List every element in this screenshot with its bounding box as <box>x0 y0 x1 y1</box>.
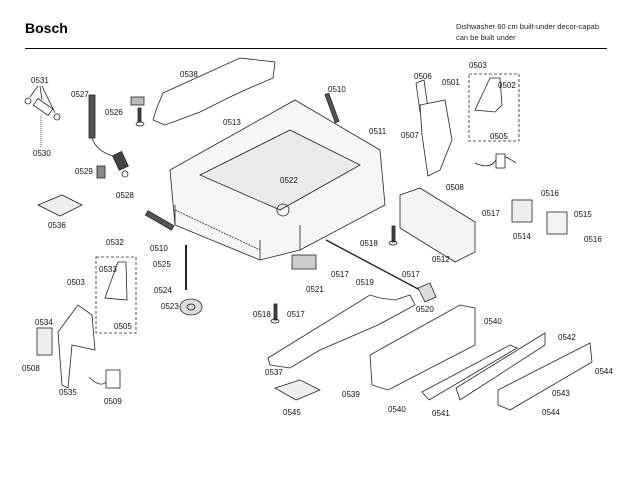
part-0523-wheel[interactable] <box>179 298 203 316</box>
label-0508-top[interactable]: 0508 <box>446 183 464 192</box>
part-0530-tube[interactable] <box>24 85 61 148</box>
label-0531[interactable]: 0531 <box>31 76 49 85</box>
part-0539-panel[interactable] <box>369 304 476 391</box>
label-0510-top[interactable]: 0510 <box>328 85 346 94</box>
label-0542[interactable]: 0542 <box>558 333 576 342</box>
part-0534-cover[interactable] <box>36 327 53 356</box>
label-0540-bottom[interactable]: 0540 <box>388 405 406 414</box>
part-0512-module[interactable] <box>399 187 476 263</box>
part-0535-bracket[interactable] <box>57 304 96 389</box>
label-0518-left[interactable]: 0518 <box>253 310 271 319</box>
label-0503-top[interactable]: 0503 <box>469 61 487 70</box>
part-0541-strip[interactable] <box>421 344 518 401</box>
label-0507[interactable]: 0507 <box>401 131 419 140</box>
part-0518-screw-a[interactable] <box>388 225 398 246</box>
label-0511[interactable]: 0511 <box>369 127 387 136</box>
label-0517-right[interactable]: 0517 <box>482 209 500 218</box>
label-0543[interactable]: 0543 <box>552 389 570 398</box>
label-0519[interactable]: 0519 <box>356 278 374 287</box>
part-0527-sensor[interactable] <box>88 94 129 178</box>
label-0517-mid[interactable]: 0517 <box>331 270 349 279</box>
label-0502[interactable]: 0502 <box>498 81 516 90</box>
label-0513[interactable]: 0513 <box>223 118 241 127</box>
label-0501[interactable]: 0501 <box>442 78 460 87</box>
label-0520[interactable]: 0520 <box>416 305 434 314</box>
label-0535[interactable]: 0535 <box>59 388 77 397</box>
part-0510-strip-left[interactable] <box>144 210 175 231</box>
part-0532-assembly[interactable] <box>95 256 137 334</box>
label-0544-bottom[interactable]: 0544 <box>542 408 560 417</box>
label-0545[interactable]: 0545 <box>283 408 301 417</box>
label-0505-top[interactable]: 0505 <box>490 132 508 141</box>
label-0505-left[interactable]: 0505 <box>114 322 132 331</box>
part-0529-clip[interactable] <box>96 165 106 179</box>
label-0517-left[interactable]: 0517 <box>287 310 305 319</box>
part-0536-plate[interactable] <box>37 194 83 217</box>
label-0532[interactable]: 0532 <box>106 238 124 247</box>
label-0514[interactable]: 0514 <box>513 232 531 241</box>
label-0522[interactable]: 0522 <box>280 176 298 185</box>
label-0518-right[interactable]: 0518 <box>360 239 378 248</box>
part-sensor-clip-right[interactable] <box>474 153 517 169</box>
part-0521-valve[interactable] <box>291 254 317 270</box>
part-0510-strip-top[interactable] <box>324 92 340 124</box>
label-0521[interactable]: 0521 <box>306 285 324 294</box>
label-0529[interactable]: 0529 <box>75 167 93 176</box>
label-0512[interactable]: 0512 <box>432 255 450 264</box>
label-0510-left[interactable]: 0510 <box>150 244 168 253</box>
label-0527[interactable]: 0527 <box>71 90 89 99</box>
label-0530[interactable]: 0530 <box>33 149 51 158</box>
label-0509[interactable]: 0509 <box>104 397 122 406</box>
label-0533[interactable]: 0533 <box>99 265 117 274</box>
part-0507-bracket[interactable] <box>419 99 453 177</box>
label-0508-left[interactable]: 0508 <box>22 364 40 373</box>
part-0518-screw-b[interactable] <box>270 303 280 324</box>
label-0536[interactable]: 0536 <box>48 221 66 230</box>
model-description: Dishwasher 60 cm built-under decor-capab… <box>456 21 599 43</box>
label-0517-mid-right[interactable]: 0517 <box>402 270 420 279</box>
part-0519-rod[interactable] <box>325 239 421 291</box>
label-0524[interactable]: 0524 <box>154 286 172 295</box>
part-0509-sensor[interactable] <box>88 369 121 389</box>
part-0542-strip[interactable] <box>455 332 546 401</box>
label-0539[interactable]: 0539 <box>342 390 360 399</box>
label-0515[interactable]: 0515 <box>574 210 592 219</box>
label-0528[interactable]: 0528 <box>116 191 134 200</box>
label-0537[interactable]: 0537 <box>265 368 283 377</box>
brand-title: Bosch <box>25 20 68 36</box>
label-0525[interactable]: 0525 <box>153 260 171 269</box>
part-0515-cap[interactable] <box>546 211 568 235</box>
part-0514-block[interactable] <box>511 199 533 223</box>
label-0541[interactable]: 0541 <box>432 409 450 418</box>
label-0516-bottom[interactable]: 0516 <box>584 235 602 244</box>
label-0538[interactable]: 0538 <box>180 70 198 79</box>
part-0520-cap[interactable] <box>417 282 437 303</box>
part-0545-plate[interactable] <box>274 379 321 401</box>
label-0503-left[interactable]: 0503 <box>67 278 85 287</box>
label-0523[interactable]: 0523 <box>161 302 179 311</box>
part-0538-cover[interactable] <box>152 57 276 126</box>
part-0537-tray[interactable] <box>267 294 416 369</box>
part-0543-kick[interactable] <box>497 342 593 411</box>
label-0506[interactable]: 0506 <box>414 72 432 81</box>
label-0534[interactable]: 0534 <box>35 318 53 327</box>
label-0526[interactable]: 0526 <box>105 108 123 117</box>
label-0516-top[interactable]: 0516 <box>541 189 559 198</box>
description-line-1: Dishwasher 60 cm built-under decor-capab <box>456 22 599 31</box>
part-0526-bracket[interactable] <box>130 96 145 127</box>
label-0540-top[interactable]: 0540 <box>484 317 502 326</box>
description-line-2: can be built under <box>456 33 516 42</box>
header-divider <box>25 48 607 49</box>
part-0513-base[interactable] <box>169 99 386 261</box>
label-0544-right[interactable]: 0544 <box>595 367 613 376</box>
part-0501-assembly[interactable] <box>468 73 520 142</box>
